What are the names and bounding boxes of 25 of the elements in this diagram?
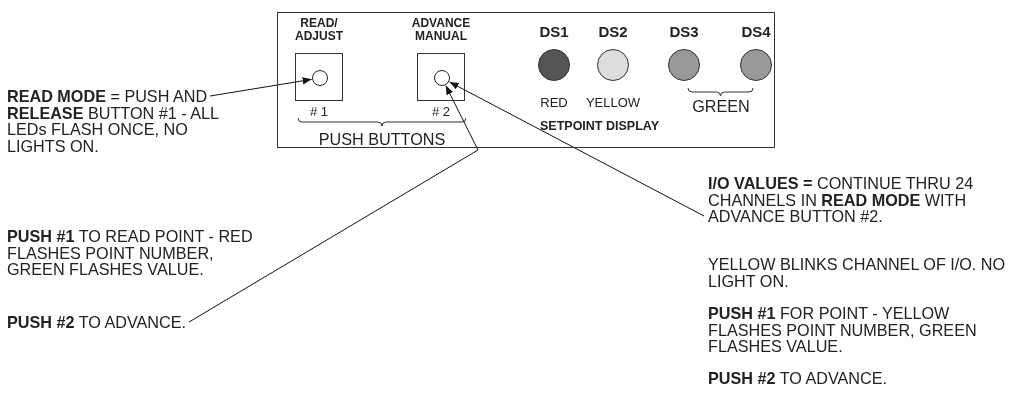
callout-text: READ MODE = PUSH AND RELEASE BUTTON #1 - ALL LEDs FLASH ONCE, NO LIGHTS ON. bbox=[7, 88, 220, 154]
note-text: PUSH #1 FOR POINT - YELLOW FLASHES POINT NUMBER, GREEN FLASHES VALUE. bbox=[708, 305, 978, 355]
callout-text: I/O VALUES = CONTINUE THRU 24 CHANNELS IN READ MODE WITH ADVANCE BUTTON #2. bbox=[708, 175, 975, 225]
display-label: SETPOINT DISPLAY bbox=[540, 118, 660, 135]
leader-line bbox=[209, 77, 313, 97]
note-text: PUSH #2 TO ADVANCE. bbox=[708, 370, 889, 387]
button-label: READ/ ADJUST bbox=[294, 17, 344, 43]
leader-line bbox=[449, 81, 705, 217]
led-label: DS3 bbox=[668, 23, 700, 41]
push-button bbox=[434, 70, 450, 86]
control-panel bbox=[277, 12, 775, 148]
led-label: DS2 bbox=[597, 23, 629, 41]
color-label: GREEN bbox=[691, 98, 751, 115]
note-text: PUSH #1 TO READ POINT - RED FLASHES POINT NUMBER, GREEN FLASHES VALUE. bbox=[7, 228, 254, 278]
color-label: YELLOW bbox=[584, 95, 642, 110]
button-number: # 1 bbox=[308, 105, 330, 119]
button-number: # 2 bbox=[430, 105, 452, 119]
group-label: PUSH BUTTONS bbox=[317, 131, 447, 148]
led-label: DS1 bbox=[538, 23, 570, 41]
note-text: YELLOW BLINKS CHANNEL OF I/O. NO LIGHT ON. bbox=[708, 256, 1007, 289]
button-label: ADVANCE MANUAL bbox=[410, 17, 472, 43]
leader-line bbox=[188, 85, 479, 323]
callout-text: PUSH #2 TO ADVANCE. bbox=[7, 314, 188, 331]
push-button bbox=[312, 70, 328, 86]
led-label: DS4 bbox=[740, 23, 772, 41]
